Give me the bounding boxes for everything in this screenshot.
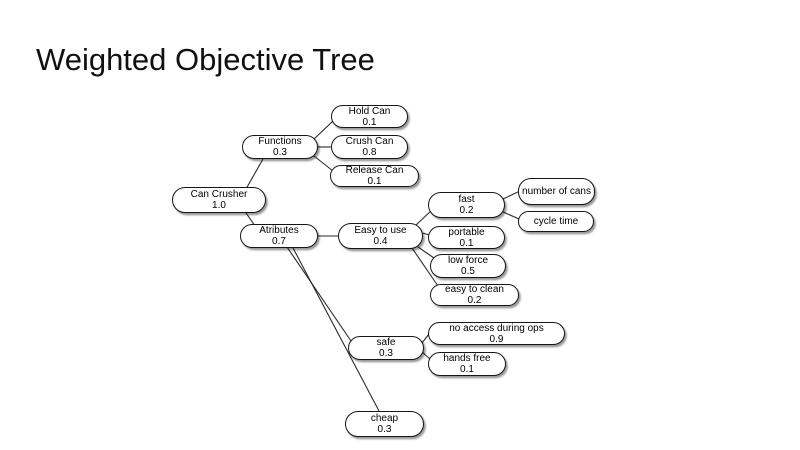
node-hold-can: Hold Can 0.1 (331, 105, 408, 128)
node-weight: 0.8 (362, 147, 377, 158)
node-safe: safe 0.3 (348, 336, 424, 360)
node-hands-free: hands free 0.1 (428, 352, 506, 376)
node-weight: 0.3 (273, 147, 287, 158)
node-label: Crush Can (345, 136, 394, 147)
node-cycle-time: cycle time (518, 211, 594, 232)
node-weight: 0.1 (362, 116, 377, 128)
node-label: Hold Can (348, 105, 391, 117)
node-weight: 0.2 (459, 205, 474, 216)
node-weight: 0.1 (459, 237, 474, 249)
edge-functions-holdcan (313, 120, 334, 140)
node-portable: portable 0.1 (428, 226, 505, 249)
node-weight: 1.0 (212, 200, 226, 211)
edge-atributes-safe (286, 246, 352, 342)
node-fast: fast 0.2 (428, 192, 505, 218)
node-weight: 0.9 (489, 333, 504, 345)
node-label: portable (448, 226, 485, 238)
node-label: hands free (443, 353, 491, 364)
node-label: fast (458, 194, 475, 205)
node-weight: 0.5 (461, 266, 475, 277)
node-weight: 0.3 (379, 348, 393, 359)
node-weight: 0.1 (460, 364, 474, 375)
node-label: safe (376, 337, 396, 348)
node-release-can: Release Can 0.1 (330, 165, 419, 187)
page-title: Weighted Objective Tree (36, 42, 375, 77)
node-functions: Functions 0.3 (242, 135, 318, 159)
node-no-access-during-ops: no access during ops 0.9 (428, 322, 565, 345)
node-label: Can Crusher (190, 189, 248, 200)
node-label: easy to clean (445, 284, 504, 295)
node-low-force: low force 0.5 (430, 254, 506, 278)
node-label: cheap (370, 413, 399, 424)
node-label: cycle time (533, 216, 579, 227)
node-weight: 0.4 (373, 236, 388, 247)
node-label: Release Can (345, 165, 404, 176)
node-label: number of cans (522, 186, 591, 197)
node-cheap: cheap 0.3 (345, 411, 424, 437)
node-weight: 0.3 (377, 424, 392, 435)
node-easy-to-use: Easy to use 0.4 (338, 223, 423, 249)
node-label: no access during ops (449, 322, 544, 334)
node-label: Functions (258, 136, 302, 147)
node-easy-to-clean: easy to clean 0.2 (430, 284, 519, 306)
node-crush-can: Crush Can 0.8 (331, 135, 408, 159)
node-weight: 0.1 (367, 176, 382, 187)
edge-functions-releasecan (313, 155, 334, 172)
edge-safe-noaccess (421, 333, 430, 344)
node-weight: 0.7 (272, 236, 286, 247)
edge-easytouse-lowforce (417, 246, 435, 259)
edge-fast-cycletime (500, 210, 520, 220)
node-label: Atributes (259, 225, 299, 236)
node-atributes: Atributes 0.7 (240, 224, 318, 248)
edge-atributes-cheap (292, 247, 380, 412)
node-weight: 0.2 (467, 295, 482, 306)
node-label: low force (447, 255, 488, 266)
edge-easytouse-fast (415, 209, 433, 226)
node-number-of-cans: number of cans (518, 178, 595, 205)
edge-easytouse-easytoclean (411, 247, 439, 287)
edge-fast-numberofcans (502, 190, 521, 200)
node-can-crusher: Can Crusher 1.0 (172, 187, 266, 213)
node-label: Easy to use (354, 225, 407, 236)
edge-cancrusher-functions (245, 158, 264, 190)
